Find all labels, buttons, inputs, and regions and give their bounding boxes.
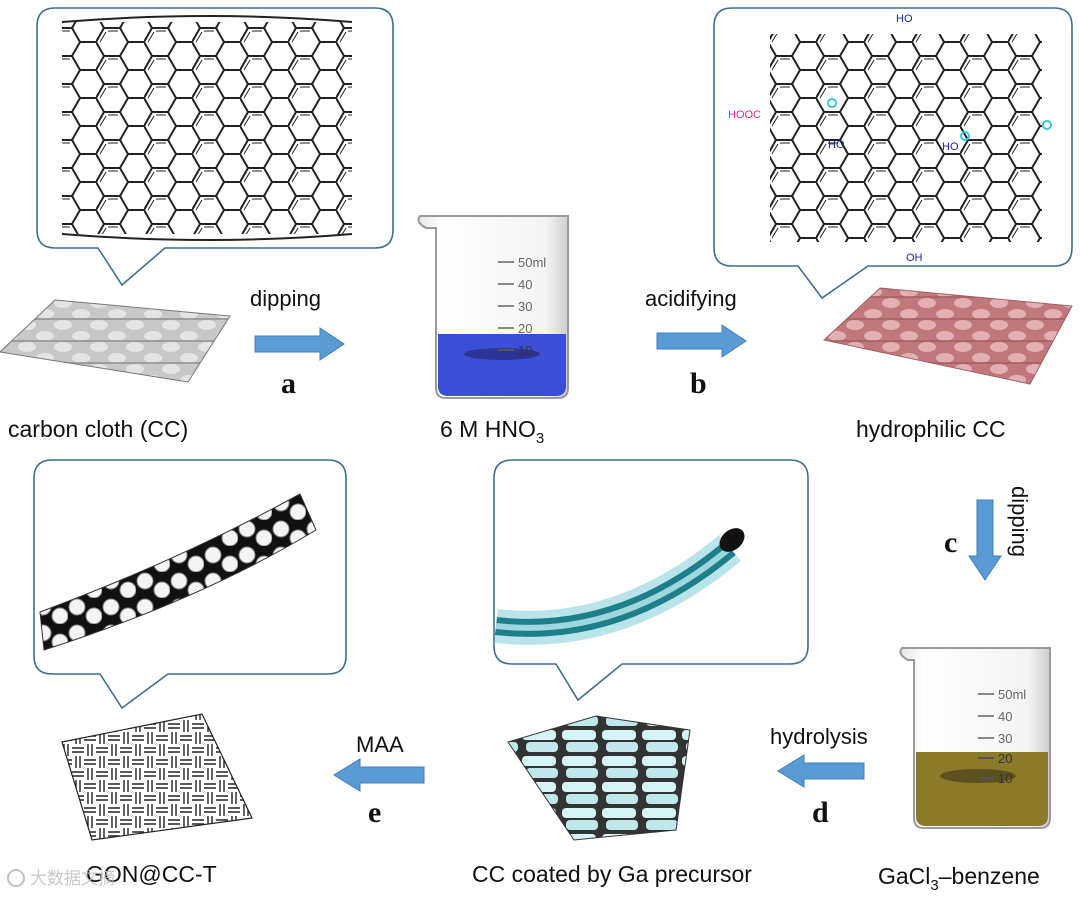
step-d: d (812, 796, 829, 829)
group-ho-top: HO (896, 13, 913, 25)
label-carbon-cloth: carbon cloth (CC) (8, 416, 188, 442)
bubble-carbon-structure (36, 7, 394, 287)
step-e: e (368, 796, 381, 829)
arrow-a-label: dipping (250, 286, 321, 311)
arrow-right-icon (254, 327, 345, 361)
coated-cloth-image (507, 715, 691, 841)
arrow-e: MAA e (333, 732, 425, 829)
group-ho-left: HO (828, 139, 845, 151)
arrow-down-icon (968, 499, 1002, 581)
svg-text:40: 40 (998, 709, 1012, 724)
svg-text:10: 10 (518, 343, 532, 358)
svg-text:50ml: 50ml (518, 255, 546, 270)
group-ho-right: HO (942, 141, 959, 153)
label-hno3: 6 M HNO3 (440, 416, 544, 447)
arrow-d-label: hydrolysis (770, 724, 868, 749)
label-hydrophilic: hydrophilic CC (856, 416, 1006, 442)
watermark-logo-icon (7, 869, 25, 887)
functionalized-lattice (770, 34, 1042, 242)
arrow-a: dipping a (250, 286, 345, 400)
arrow-c: dipping c (944, 486, 1032, 581)
arrow-e-label: MAA (356, 732, 404, 757)
arrow-b: acidifying b (645, 286, 747, 400)
step-b: b (690, 367, 707, 400)
arrow-left-icon (333, 758, 425, 792)
beaker-scale: 50ml 40 30 20 10 (498, 255, 546, 358)
svg-text:30: 30 (518, 299, 532, 314)
label-cc-coated: CC coated by Ga precursor (472, 861, 752, 887)
nanotube-lattice (62, 22, 352, 234)
bubble-gon-fiber (33, 459, 347, 710)
label-gon: GON@CC-T (86, 861, 217, 887)
gon-cloth-image (61, 713, 253, 841)
svg-text:30: 30 (998, 731, 1012, 746)
step-a: a (281, 367, 296, 400)
arrow-c-label: dipping (1007, 486, 1032, 557)
arrow-left-icon (777, 754, 865, 788)
arrow-right-icon (656, 324, 747, 358)
svg-text:20: 20 (998, 751, 1012, 766)
arrow-d: hydrolysis d (770, 724, 868, 829)
beaker-scale: 50ml 40 30 20 10 (978, 687, 1026, 786)
bubble-coated-fiber (493, 459, 809, 702)
hydrophilic-cloth-image (822, 287, 1073, 385)
arrow-b-label: acidifying (645, 286, 737, 311)
carbon-cloth-image (0, 299, 231, 383)
svg-text:10: 10 (998, 771, 1012, 786)
svg-text:40: 40 (518, 277, 532, 292)
group-oh-bottom: OH (906, 252, 923, 264)
group-hooc: HOOC (728, 109, 761, 121)
step-c: c (944, 526, 957, 559)
label-gacl3: GaCl3–benzene (878, 863, 1040, 894)
svg-text:50ml: 50ml (998, 687, 1026, 702)
watermark: 大数据文摘 (30, 869, 115, 889)
beaker-gacl3: 50ml 40 30 20 10 (899, 647, 1051, 829)
bead-fiber (39, 493, 317, 651)
beaker-hno3: 50ml 40 30 20 10 (417, 215, 569, 399)
svg-text:20: 20 (518, 321, 532, 336)
bubble-hydrophilic-structure: HO HOOC HO HO OH (713, 7, 1073, 300)
